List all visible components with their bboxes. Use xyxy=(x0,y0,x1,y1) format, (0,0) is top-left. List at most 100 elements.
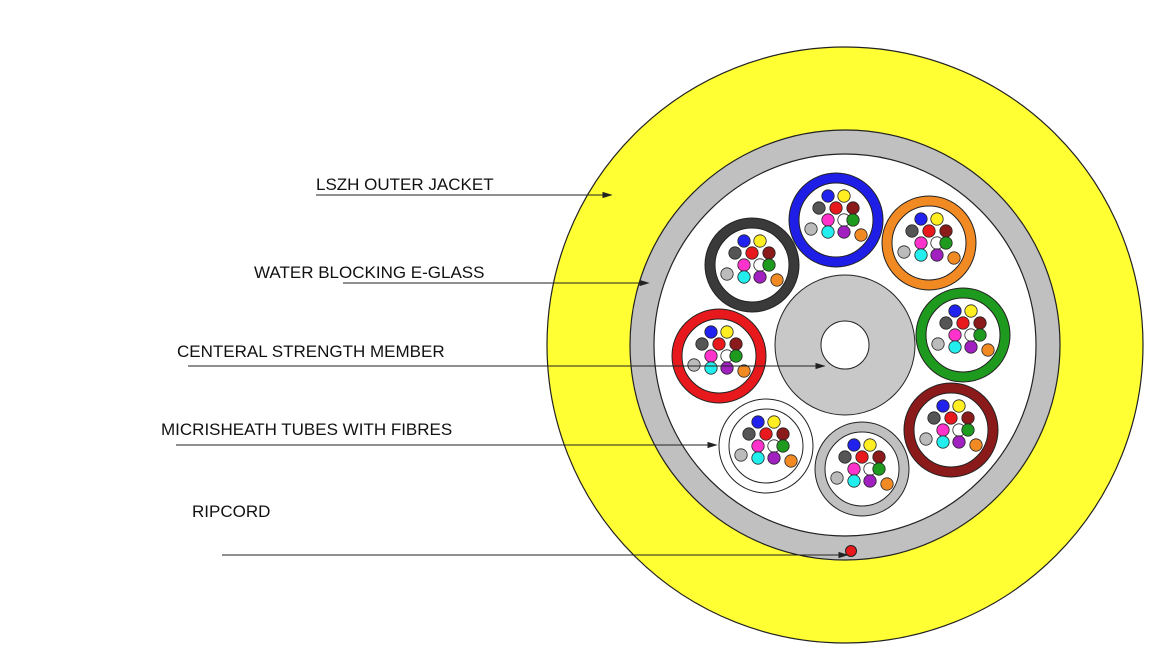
fibre xyxy=(952,399,966,413)
fibre xyxy=(897,245,911,259)
fibre xyxy=(742,427,756,441)
fibre xyxy=(914,248,928,262)
label-strength-member: CENTERAL STRENGTH MEMBER xyxy=(177,342,445,361)
fibre xyxy=(837,225,851,239)
fibre xyxy=(737,364,751,378)
fibre xyxy=(930,212,944,226)
tube-3 xyxy=(915,287,1011,383)
leader-arrow-strength-member xyxy=(815,362,826,370)
fibre xyxy=(964,340,978,354)
fibre xyxy=(847,438,861,452)
label-ripcord: RIPCORD xyxy=(192,502,270,521)
tube-5 xyxy=(814,421,910,517)
fibre xyxy=(847,474,861,488)
fibre xyxy=(734,448,748,462)
tube-interior xyxy=(714,227,790,303)
fibre xyxy=(712,337,726,351)
fibre xyxy=(704,325,718,339)
fibre xyxy=(737,234,751,248)
tube-interior xyxy=(798,182,874,258)
fibre xyxy=(936,423,950,437)
fibre xyxy=(973,316,987,330)
fibre xyxy=(936,399,950,413)
fibre xyxy=(745,246,759,260)
fibre xyxy=(872,450,886,464)
fibre xyxy=(759,427,773,441)
tube-6 xyxy=(718,398,814,494)
fibre xyxy=(729,349,743,363)
fibre xyxy=(767,415,781,429)
fibre xyxy=(846,213,860,227)
tube-8 xyxy=(704,217,800,313)
fibre xyxy=(880,477,894,491)
fibre xyxy=(837,189,851,203)
tube-7 xyxy=(671,308,767,404)
fibre xyxy=(847,462,861,476)
fibre xyxy=(855,450,869,464)
tube-interior xyxy=(925,297,1001,373)
strength-member-core xyxy=(820,320,870,370)
fibre xyxy=(784,454,798,468)
fibre xyxy=(720,267,734,281)
fibre xyxy=(704,349,718,363)
tube-4 xyxy=(903,382,999,478)
fibre xyxy=(964,304,978,318)
tube-interior xyxy=(681,318,757,394)
fibre xyxy=(939,224,953,238)
fibre xyxy=(804,222,818,236)
fibre xyxy=(961,411,975,425)
ripcord xyxy=(845,545,857,557)
fibre xyxy=(863,474,877,488)
fibre xyxy=(751,451,765,465)
fibre xyxy=(821,213,835,227)
fibre xyxy=(737,258,751,272)
fibre xyxy=(821,225,835,239)
tube-2 xyxy=(881,195,977,291)
fibre xyxy=(728,246,742,260)
fibre xyxy=(846,201,860,215)
fibre xyxy=(770,273,784,287)
tube-interior xyxy=(891,205,967,281)
fibre xyxy=(762,246,776,260)
tube-interior xyxy=(728,408,804,484)
fibre xyxy=(969,438,983,452)
fibre xyxy=(872,462,886,476)
label-water-blocking: WATER BLOCKING E-GLASS xyxy=(254,263,485,282)
fibre xyxy=(838,450,852,464)
fibre xyxy=(751,415,765,429)
fibre xyxy=(753,234,767,248)
fibre xyxy=(936,435,950,449)
fibre xyxy=(695,337,709,351)
fibre xyxy=(687,358,701,372)
fibre xyxy=(956,316,970,330)
fibre xyxy=(751,439,765,453)
microsheath-tubes xyxy=(671,172,1011,517)
fibre xyxy=(961,423,975,437)
tube-1 xyxy=(788,172,884,268)
fibre xyxy=(767,451,781,465)
fibre xyxy=(939,316,953,330)
label-outer-jacket: LSZH OUTER JACKET xyxy=(316,175,494,194)
fibre xyxy=(821,189,835,203)
fibre xyxy=(947,251,961,265)
fibre xyxy=(829,201,843,215)
tube-interior xyxy=(913,392,989,468)
label-tubes: MICRISHEATH TUBES WITH FIBRES xyxy=(161,420,452,439)
fibre xyxy=(905,224,919,238)
fibre xyxy=(930,248,944,262)
fibre xyxy=(939,236,953,250)
fibre xyxy=(927,411,941,425)
fibre xyxy=(948,328,962,342)
fibre xyxy=(762,258,776,272)
leader-arrow-outer-jacket xyxy=(602,191,613,199)
tube-interior xyxy=(824,431,900,507)
fibre xyxy=(776,427,790,441)
leader-arrow-tubes xyxy=(707,441,718,449)
fibre xyxy=(922,224,936,238)
fibre xyxy=(720,325,734,339)
fibre xyxy=(830,471,844,485)
fibre xyxy=(737,270,751,284)
fibre xyxy=(704,361,718,375)
fibre xyxy=(812,201,826,215)
